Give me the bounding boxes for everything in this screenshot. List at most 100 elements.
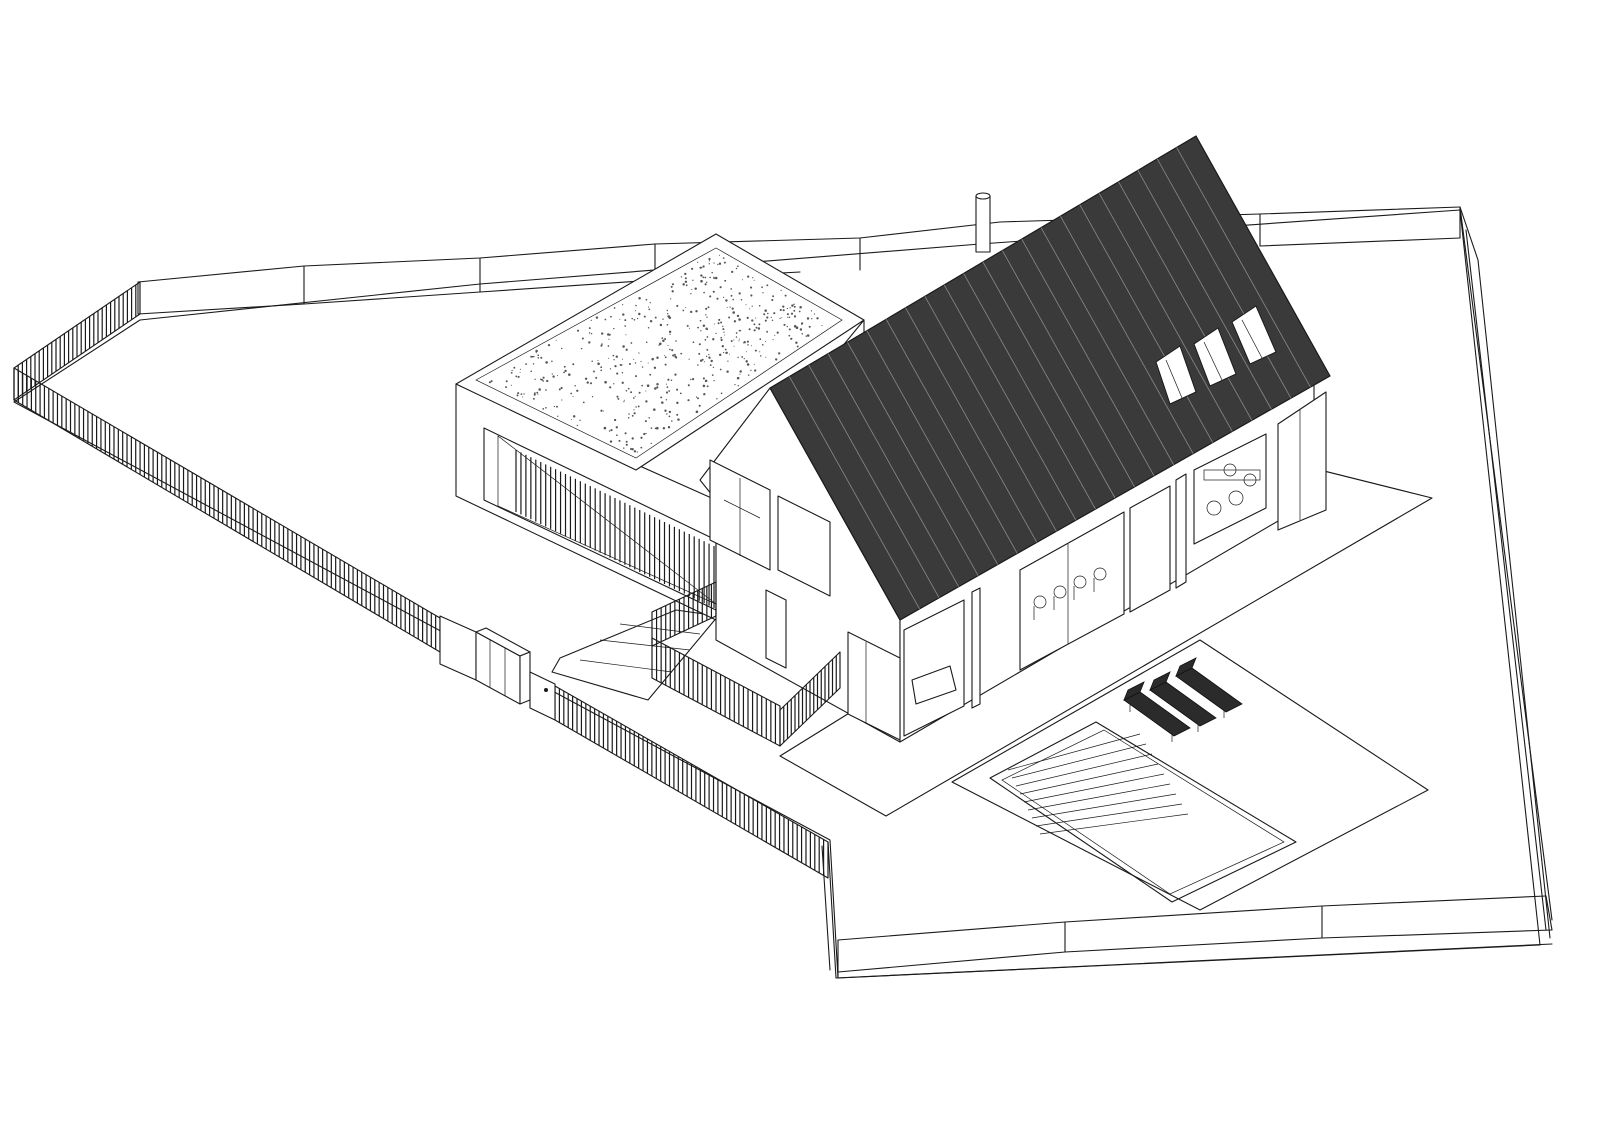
gravel-dot [795, 341, 798, 344]
gravel-dot [753, 323, 756, 326]
gravel-dot [758, 323, 761, 326]
gravel-dot [619, 318, 621, 320]
gravel-dot [560, 386, 563, 390]
roof-seam [982, 261, 1116, 499]
gravel-dot [706, 328, 709, 331]
gravel-dot [699, 319, 702, 322]
gravel-dot [572, 363, 575, 366]
gravel-dot [697, 364, 699, 366]
gravel-dot [649, 302, 651, 304]
gravel-dot [586, 381, 589, 384]
gravel-dot [644, 420, 647, 423]
gravel-dot [625, 440, 628, 443]
gravel-dot [700, 280, 703, 283]
gravel-dot [647, 306, 650, 308]
vertical-louvers [515, 450, 715, 608]
gravel-dot [692, 378, 695, 381]
gravel-dot [726, 306, 728, 309]
gravel-dot [574, 384, 576, 387]
gravel-dot [645, 341, 648, 344]
gravel-dot [532, 363, 535, 365]
gravel-dot [779, 317, 781, 320]
gravel-dot [588, 327, 591, 330]
gravel-dot [631, 437, 634, 440]
gravel-dot [576, 424, 578, 427]
gravel-dot [712, 366, 715, 369]
gravel-dot [676, 401, 679, 405]
gravel-dot [609, 368, 612, 370]
gravel-dot [668, 415, 671, 418]
gravel-dot [806, 334, 810, 337]
gravel-dot [789, 307, 791, 309]
gravel-dot [793, 305, 796, 308]
gravel-dot [636, 451, 638, 453]
gravel-dot [702, 384, 706, 388]
gravel-dot [537, 393, 539, 395]
gravel-dot [740, 298, 743, 301]
gravel-dot [746, 316, 749, 319]
gravel-dot [555, 339, 557, 341]
gravel-dot [780, 289, 782, 291]
gravel-dot [545, 389, 547, 391]
gravel-dot [635, 304, 637, 307]
gravel-dot [640, 360, 642, 363]
gravel-dot [600, 366, 603, 369]
gravel-dot [663, 354, 665, 356]
right-fence [1459, 206, 1553, 939]
gravel-dot [513, 366, 516, 369]
gravel-dot [745, 360, 748, 363]
gravel-dot [595, 316, 599, 319]
gravel-dot [613, 359, 615, 361]
gravel-dot [695, 310, 698, 313]
gravel-dot [688, 358, 690, 360]
gravel-dot [664, 409, 667, 412]
gravel-dot [793, 325, 797, 328]
gravel-dot [704, 379, 708, 383]
gravel-dot [595, 376, 598, 379]
gravel-dot [625, 348, 628, 351]
gravel-dot [793, 309, 796, 312]
gravel-dot [708, 356, 711, 359]
gravel-dot [699, 359, 703, 362]
gravel-dot [645, 400, 648, 403]
gravel-dot [698, 343, 701, 346]
gravel-dot [691, 267, 694, 270]
gravel-dot [799, 328, 803, 331]
gravel-dot [510, 371, 513, 374]
gravel-dot [813, 313, 816, 315]
gravel-dot [588, 332, 591, 334]
gravel-dot [616, 395, 619, 398]
gravel-dot [738, 318, 741, 321]
gravel-dot [631, 414, 634, 417]
gravel-dot [691, 288, 693, 290]
gravel-dot [749, 308, 751, 310]
gravel-dot [651, 357, 654, 361]
gravel-dot [665, 391, 669, 394]
gravel-dot [810, 310, 813, 312]
roof-seam [1040, 227, 1174, 465]
gravel-dot [737, 356, 739, 359]
roof-seam [1021, 238, 1155, 477]
gravel-dot [536, 391, 539, 394]
gravel-dot [737, 265, 739, 268]
gravel-dot [653, 408, 656, 411]
gravel-dot [545, 406, 547, 409]
gravel-dot [786, 313, 789, 316]
gravel-dot [576, 329, 580, 332]
gravel-dot [542, 408, 545, 410]
gravel-dot [613, 307, 616, 309]
gravel-dot [648, 308, 651, 311]
gravel-dot [760, 355, 762, 357]
gravel-dot [656, 382, 659, 386]
gravel-dot [709, 276, 711, 279]
pool-step [1019, 763, 1159, 795]
gravel-dot [679, 392, 682, 395]
gravel-dot [717, 263, 719, 266]
gravel-dot [584, 377, 588, 380]
gravel-dot [698, 352, 701, 355]
gravel-dot [772, 295, 775, 298]
gravel-dot [816, 317, 819, 320]
gravel-dot [608, 357, 610, 359]
gravel-dot [623, 447, 625, 449]
